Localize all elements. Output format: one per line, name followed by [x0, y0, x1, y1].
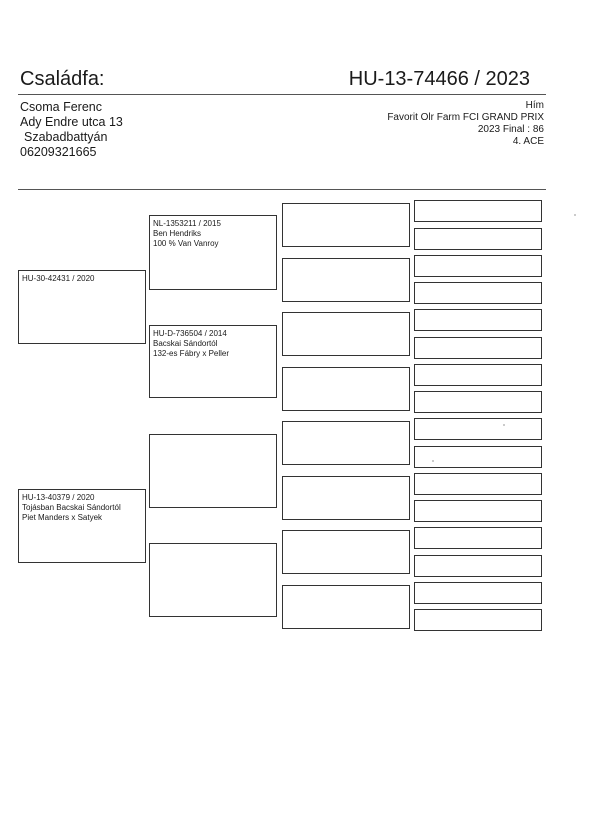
- great-grandparent-box-5: [282, 421, 410, 465]
- grandparent-1-line1: Ben Hendriks: [153, 229, 202, 238]
- gg-grandparent-box-2: [414, 228, 542, 250]
- great-grandparent-box-4: [282, 367, 410, 411]
- scan-speck: [503, 424, 505, 426]
- owner-name: Csoma Ferenc: [20, 100, 102, 114]
- owner-phone: 06209321665: [20, 145, 97, 159]
- gg-grandparent-box-14: [414, 555, 542, 577]
- parent-dam-line2: Piet Manders x Satyek: [22, 513, 103, 522]
- gg-grandparent-box-3: [414, 255, 542, 277]
- gg-grandparent-box-7: [414, 364, 542, 386]
- gg-grandparent-box-9: [414, 418, 542, 440]
- great-grandparent-box-6: [282, 476, 410, 520]
- grandparent-box-1: NL-1353211 / 2015 Ben Hendriks 100 % Van…: [149, 215, 277, 290]
- grandparent-2-ring: HU-D-736504 / 2014: [153, 329, 227, 338]
- bird-result-1: Favorit Olr Farm FCI GRAND PRIX: [387, 112, 544, 123]
- ring-number: HU-13-74466 / 2023: [348, 68, 530, 90]
- scan-speck: [574, 214, 576, 216]
- gg-grandparent-box-1: [414, 200, 542, 222]
- great-grandparent-box-3: [282, 312, 410, 356]
- parent-dam-line1: Tojásban Bacskai Sándortól: [22, 503, 121, 512]
- great-grandparent-box-1: [282, 203, 410, 247]
- bird-info: Hím Favorit Olr Farm FCI GRAND PRIX 2023…: [387, 100, 544, 148]
- grandparent-box-2: HU-D-736504 / 2014 Bacskai Sándortól 132…: [149, 325, 277, 398]
- owner-info: Csoma Ferenc Ady Endre utca 13 Szabadbat…: [20, 100, 123, 160]
- grandparent-1-line2: 100 % Van Vanroy: [153, 239, 219, 248]
- grandparent-box-3: [149, 434, 277, 508]
- gg-grandparent-box-4: [414, 282, 542, 304]
- great-grandparent-box-2: [282, 258, 410, 302]
- gg-grandparent-box-16: [414, 609, 542, 631]
- great-grandparent-box-8: [282, 585, 410, 629]
- scan-speck: [432, 460, 434, 462]
- bird-result-2: 2023 Final : 86: [477, 124, 544, 135]
- parent-sire-box: HU-30-42431 / 2020: [18, 270, 146, 344]
- gg-grandparent-box-12: [414, 500, 542, 522]
- section-rule: [18, 189, 546, 190]
- owner-street: Ady Endre utca 13: [20, 115, 123, 129]
- page-title: Családfa:: [20, 68, 105, 90]
- gg-grandparent-box-8: [414, 391, 542, 413]
- gg-grandparent-box-11: [414, 473, 542, 495]
- bird-result-3: 4. ACE: [512, 136, 544, 147]
- gg-grandparent-box-5: [414, 309, 542, 331]
- parent-dam-ring: HU-13-40379 / 2020: [22, 493, 95, 502]
- gg-grandparent-box-10: [414, 446, 542, 468]
- gg-grandparent-box-13: [414, 527, 542, 549]
- owner-city: Szabadbattyán: [24, 130, 108, 144]
- grandparent-box-4: [149, 543, 277, 617]
- parent-sire-ring: HU-30-42431 / 2020: [22, 274, 95, 283]
- bird-sex: Hím: [525, 100, 544, 111]
- grandparent-1-ring: NL-1353211 / 2015: [153, 219, 221, 228]
- grandparent-2-line2: 132-es Fábry x Peller: [153, 349, 230, 358]
- gg-grandparent-box-6: [414, 337, 542, 359]
- grandparent-2-line1: Bacskai Sándortól: [153, 339, 218, 348]
- gg-grandparent-box-15: [414, 582, 542, 604]
- header-rule: [18, 94, 546, 95]
- parent-dam-box: HU-13-40379 / 2020 Tojásban Bacskai Sánd…: [18, 489, 146, 563]
- great-grandparent-box-7: [282, 530, 410, 574]
